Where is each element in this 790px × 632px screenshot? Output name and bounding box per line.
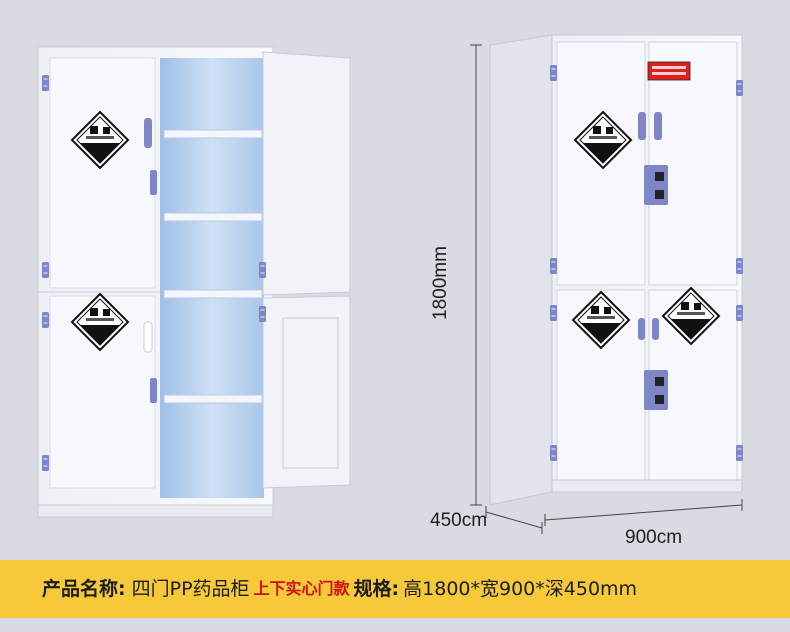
hinge-icon (550, 305, 557, 321)
depth-dimension-label: 450cm (430, 510, 488, 531)
lock-icon[interactable] (644, 165, 668, 205)
hinge-icon (42, 455, 49, 471)
spec-label: 规格: (353, 577, 400, 600)
handle-icon[interactable] (638, 112, 646, 140)
hinge-icon (736, 258, 743, 274)
handle-icon[interactable] (652, 318, 659, 340)
hinge-icon (550, 258, 557, 274)
handle-icon[interactable] (144, 118, 152, 148)
handle-icon[interactable] (654, 112, 662, 140)
handle-icon[interactable] (150, 378, 157, 403)
lock-icon[interactable] (644, 370, 668, 410)
door-open-upper[interactable] (262, 51, 351, 296)
height-dimension-label: 1800mm (430, 246, 451, 320)
cabinet-interior (160, 58, 264, 498)
hinge-icon (550, 445, 557, 461)
handle-icon[interactable] (143, 321, 153, 353)
red-warning-sticker-icon (647, 61, 691, 81)
hinge-icon (42, 262, 49, 278)
product-name-value: 四门PP药品柜 (131, 577, 250, 600)
product-info-banner: 产品名称: 四门PP药品柜 上下实心门款 规格: 高1800*宽900*深450… (0, 560, 790, 618)
open-cabinet (37, 46, 351, 518)
product-name-label: 产品名称: (42, 577, 126, 600)
shelves (163, 129, 263, 404)
product-variant: 上下实心门款 (253, 579, 350, 598)
hinge-icon (259, 306, 266, 322)
door-inner-panel (282, 317, 339, 469)
door-upper-right[interactable] (648, 41, 738, 286)
hinge-icon (550, 65, 557, 81)
hinge-icon (259, 262, 266, 278)
handle-icon[interactable] (638, 318, 645, 340)
spec-value: 高1800*宽900*深450mm (403, 577, 638, 600)
hinge-icon (736, 305, 743, 321)
product-photo (37, 34, 743, 534)
dimension-lines (470, 44, 743, 534)
closed-cabinet (489, 34, 743, 506)
door-left-upper[interactable] (49, 57, 156, 289)
hinge-icon (42, 75, 49, 91)
width-dimension-label: 900cm (625, 527, 683, 548)
hinge-icon (42, 312, 49, 328)
handle-icon[interactable] (150, 170, 157, 195)
door-open-lower[interactable] (262, 295, 351, 489)
hinge-icon (736, 80, 743, 96)
hinge-icon (736, 445, 743, 461)
